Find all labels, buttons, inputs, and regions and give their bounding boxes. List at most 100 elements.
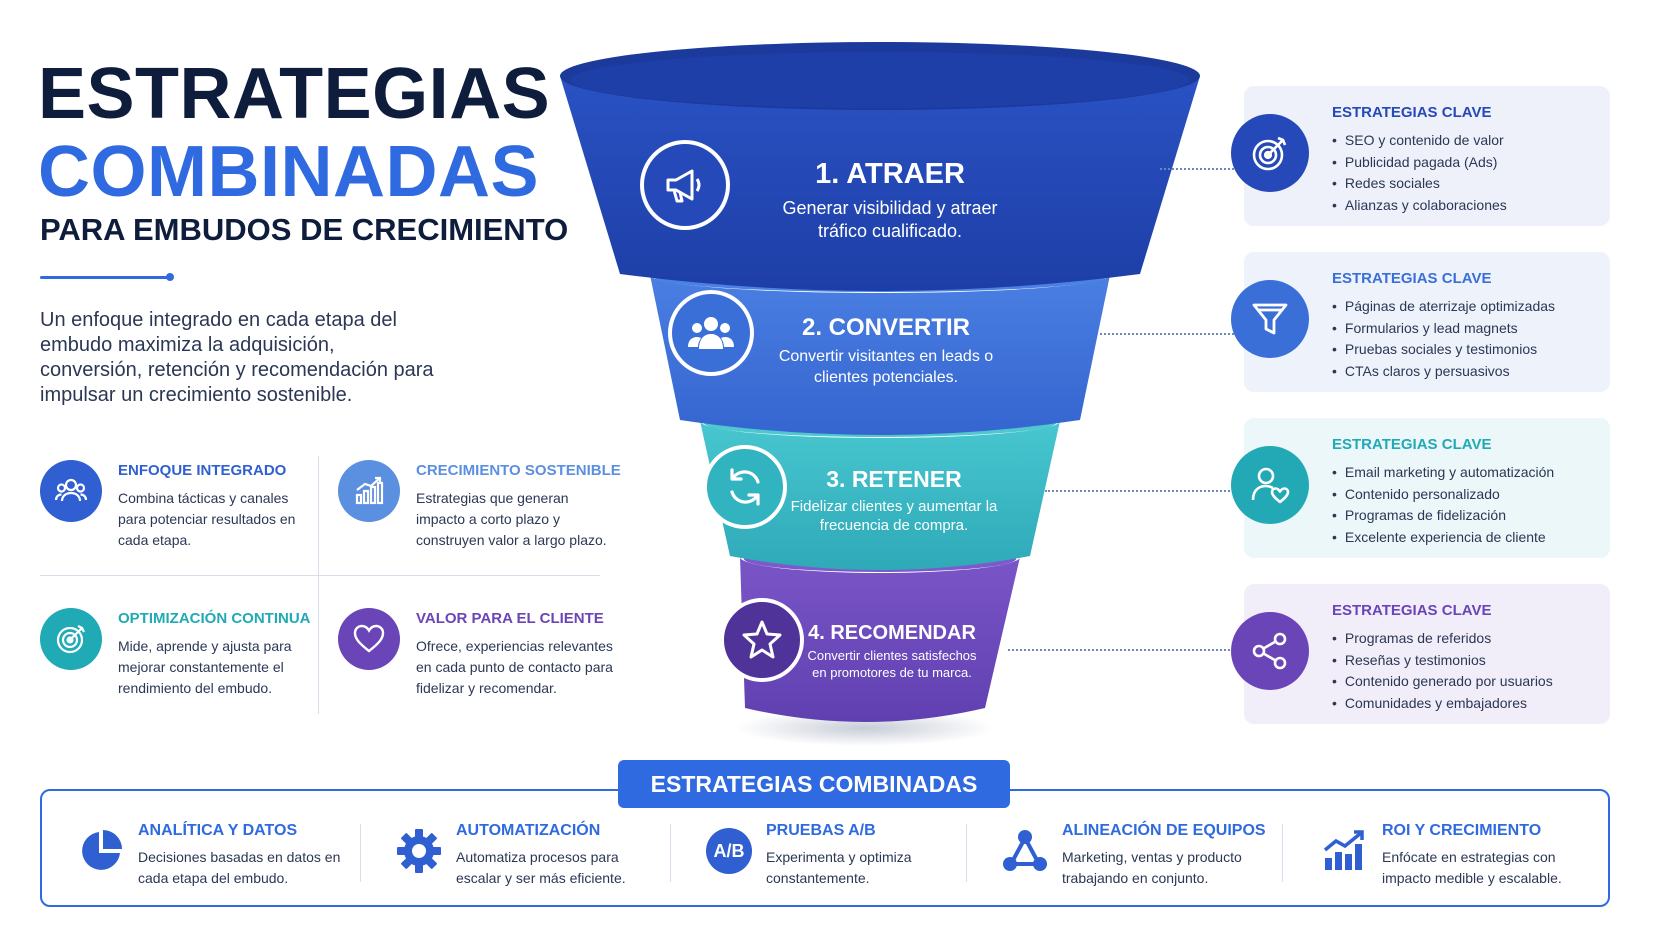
stage-desc: Generar visibilidad y atraer tráfico cua… bbox=[782, 198, 998, 241]
bottom-item-desc: Automatiza procesos para escalar y ser m… bbox=[456, 849, 626, 886]
funnel-stage-2 bbox=[650, 275, 1110, 435]
list-item: Publicidad pagada (Ads) bbox=[1332, 152, 1507, 174]
funnel-stage-3 bbox=[700, 421, 1060, 570]
users-icon bbox=[668, 290, 754, 376]
list-item: SEO y contenido de valor bbox=[1332, 130, 1507, 152]
strategy-list: Programas de referidos Reseñas y testimo… bbox=[1332, 628, 1553, 714]
growth-chart-icon bbox=[338, 460, 400, 522]
strategy-heading: ESTRATEGIAS CLAVE bbox=[1332, 436, 1492, 453]
intro-text: Un enfoque integrado en cada etapa del e… bbox=[40, 309, 434, 406]
bottom-item-title: ALINEACIÓN DE EQUIPOS bbox=[1062, 822, 1266, 839]
stage-desc: Fidelizar clientes y aumentar la frecuen… bbox=[790, 498, 998, 534]
stage-title: 3. RETENER bbox=[826, 466, 962, 492]
stage-1-text: 1. ATRAER Generar visibilidad y atraer t… bbox=[740, 158, 1040, 243]
list-item: Contenido generado por usuarios bbox=[1332, 671, 1553, 693]
strategy-list: Email marketing y automatización Conteni… bbox=[1332, 462, 1554, 548]
feature-desc: Mide, aprende y ajusta para mejorar cons… bbox=[118, 638, 292, 696]
bottom-divider bbox=[966, 824, 967, 882]
bottom-item-desc: Decisiones basadas en datos en cada etap… bbox=[138, 849, 341, 886]
list-item: Redes sociales bbox=[1332, 173, 1507, 195]
bottom-item-desc: Enfócate en estrategias con impacto medi… bbox=[1382, 849, 1562, 886]
title-line-2: COMBINADAS bbox=[38, 132, 539, 212]
funnel-graphic bbox=[560, 42, 1200, 746]
stage-2-text: 2. CONVERTIR Convertir visitantes en lea… bbox=[766, 314, 1006, 388]
list-item: Alianzas y colaboraciones bbox=[1332, 195, 1507, 217]
list-item: Pruebas sociales y testimonios bbox=[1332, 339, 1555, 361]
bottom-item-alineacion: ALINEACIÓN DE EQUIPOS Marketing, ventas … bbox=[998, 820, 1288, 890]
stage-title: 1. ATRAER bbox=[815, 158, 965, 190]
strategy-heading: ESTRATEGIAS CLAVE bbox=[1332, 104, 1492, 121]
refresh-icon bbox=[703, 445, 787, 529]
pie-chart-icon bbox=[74, 824, 128, 878]
feature-enfoque-integrado: ENFOQUE INTEGRADO Combina tácticas y can… bbox=[40, 456, 320, 566]
feature-title: CRECIMIENTO SOSTENIBLE bbox=[416, 462, 621, 479]
strategy-heading: ESTRATEGIAS CLAVE bbox=[1332, 602, 1492, 619]
feature-title: OPTIMIZACIÓN CONTINUA bbox=[118, 610, 311, 627]
bottom-item-analitica: ANALÍTICA Y DATOS Decisiones basadas en … bbox=[74, 820, 354, 890]
subtitle: PARA EMBUDOS DE CRECIMIENTO bbox=[40, 212, 569, 247]
user-heart-icon bbox=[1231, 446, 1309, 524]
bottom-item-desc: Marketing, ventas y producto trabajando … bbox=[1062, 849, 1242, 886]
ab-test-icon: A/B bbox=[702, 824, 756, 878]
bottom-divider bbox=[360, 824, 361, 882]
list-item: Email marketing y automatización bbox=[1332, 462, 1554, 484]
bottom-divider bbox=[670, 824, 671, 882]
bottom-item-roi: ROI Y CRECIMIENTO Enfócate en estrategia… bbox=[1318, 820, 1598, 890]
title-line-1: ESTRATEGIAS bbox=[38, 54, 551, 134]
funnel-stage-4 bbox=[740, 557, 1020, 722]
bottom-item-desc: Experimenta y optimiza constantemente. bbox=[766, 849, 912, 886]
strategy-list: Páginas de aterrizaje optimizadas Formul… bbox=[1332, 296, 1555, 382]
target-icon bbox=[1231, 114, 1309, 192]
connector-4 bbox=[1008, 649, 1234, 651]
list-item: Páginas de aterrizaje optimizadas bbox=[1332, 296, 1555, 318]
team-network-icon bbox=[998, 824, 1052, 878]
bottom-item-title: ANALÍTICA Y DATOS bbox=[138, 822, 298, 839]
bottom-item-title: PRUEBAS A/B bbox=[766, 822, 876, 839]
bottom-item-pruebas-ab: A/B PRUEBAS A/B Experimenta y optimiza c… bbox=[702, 820, 972, 890]
grid-divider-vertical bbox=[318, 456, 319, 714]
star-icon bbox=[720, 598, 804, 682]
roi-chart-icon bbox=[1318, 824, 1372, 878]
stage-3-text: 3. RETENER Fidelizar clientes y aumentar… bbox=[790, 466, 998, 535]
feature-grid: ENFOQUE INTEGRADO Combina tácticas y can… bbox=[40, 456, 621, 714]
feature-crecimiento-sostenible: CRECIMIENTO SOSTENIBLE Estrategias que g… bbox=[338, 456, 621, 566]
stage-4-text: 4. RECOMENDAR Convertir clientes satisfe… bbox=[806, 622, 978, 681]
list-item: Programas de fidelización bbox=[1332, 505, 1554, 527]
strategy-heading: ESTRATEGIAS CLAVE bbox=[1332, 270, 1492, 287]
filter-icon bbox=[1231, 280, 1309, 358]
stage-title: 2. CONVERTIR bbox=[801, 314, 971, 341]
heart-icon bbox=[338, 608, 400, 670]
list-item: Contenido personalizado bbox=[1332, 484, 1554, 506]
feature-title: VALOR PARA EL CLIENTE bbox=[416, 610, 604, 627]
feature-desc: Ofrece, experiencias relevantes en cada … bbox=[416, 638, 613, 696]
feature-desc: Combina tácticas y canales para potencia… bbox=[118, 490, 296, 548]
strategy-list: SEO y contenido de valor Publicidad paga… bbox=[1332, 130, 1507, 216]
target-icon bbox=[40, 608, 102, 670]
stage-title: 4. RECOMENDAR bbox=[808, 622, 976, 644]
funnel-stage-1 bbox=[560, 76, 1200, 291]
bottom-divider bbox=[1282, 824, 1283, 882]
connector-2 bbox=[1100, 333, 1234, 335]
list-item: Programas de referidos bbox=[1332, 628, 1553, 650]
stage-desc: Convertir clientes satisfechos en promot… bbox=[807, 648, 977, 680]
bottom-item-automatizacion: AUTOMATIZACIÓN Automatiza procesos para … bbox=[392, 820, 672, 890]
feature-desc: Estrategias que generan impacto a corto … bbox=[416, 490, 607, 548]
title-divider bbox=[40, 273, 174, 281]
users-icon bbox=[40, 460, 102, 522]
list-item: Comunidades y embajadores bbox=[1332, 693, 1553, 715]
stage-desc: Convertir visitantes en leads o clientes… bbox=[778, 348, 994, 386]
ab-test-badge: A/B bbox=[706, 828, 752, 874]
bottom-item-title: ROI Y CRECIMIENTO bbox=[1382, 822, 1542, 839]
grid-divider-horizontal bbox=[40, 575, 600, 576]
list-item: CTAs claros y persuasivos bbox=[1332, 361, 1555, 383]
connector-1 bbox=[1160, 168, 1234, 170]
megaphone-icon bbox=[640, 140, 730, 230]
list-item: Reseñas y testimonios bbox=[1332, 650, 1553, 672]
list-item: Formularios y lead magnets bbox=[1332, 318, 1555, 340]
bottom-item-title: AUTOMATIZACIÓN bbox=[456, 822, 601, 839]
gear-icon bbox=[392, 824, 446, 878]
list-item: Excelente experiencia de cliente bbox=[1332, 527, 1554, 549]
funnel-mouth bbox=[570, 52, 1190, 108]
feature-optimizacion-continua: OPTIMIZACIÓN CONTINUA Mide, aprende y aj… bbox=[40, 604, 320, 714]
combined-strategies-label: ESTRATEGIAS COMBINADAS bbox=[618, 760, 1010, 808]
